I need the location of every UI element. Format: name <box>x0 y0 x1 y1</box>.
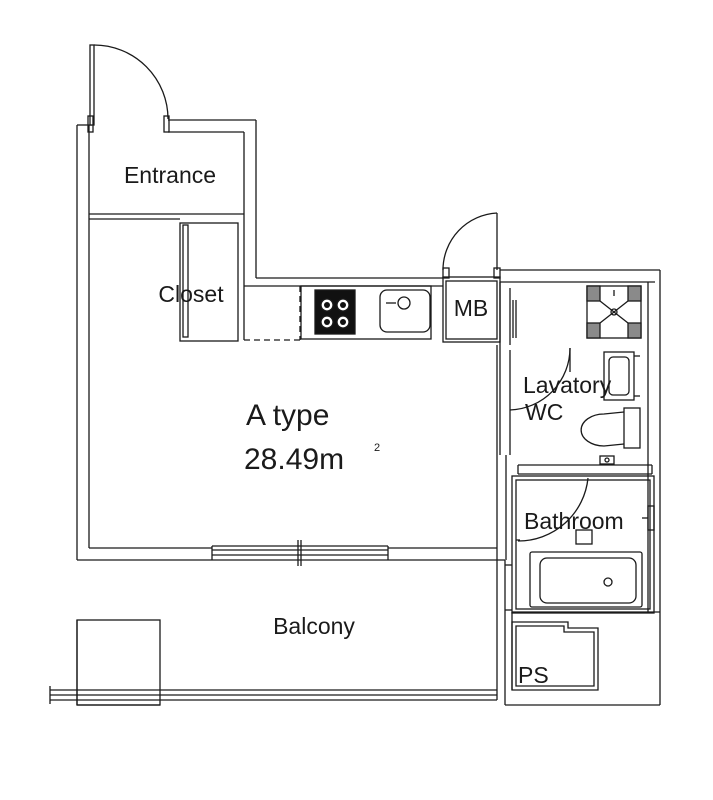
ps-label: PS <box>518 662 549 688</box>
entrance-label: Entrance <box>124 162 216 188</box>
balcony-window[interactable] <box>211 540 389 566</box>
lavatory-door-swing <box>509 347 571 411</box>
kitchen-sink-icon <box>379 289 431 333</box>
stove-icon <box>314 289 356 335</box>
outer-walls <box>76 119 661 705</box>
closet-outline <box>179 222 245 342</box>
mb-door[interactable] <box>442 212 501 279</box>
kitchen-counter <box>244 285 432 341</box>
unit-area-label: 28.49m <box>244 443 344 476</box>
unit-type-label: A type <box>246 399 329 432</box>
lavatory-label: Lavatory <box>523 372 612 398</box>
wc-label: WC <box>525 399 563 425</box>
balcony-label: Balcony <box>273 613 355 639</box>
bathroom-outline <box>511 475 655 614</box>
bath-walls <box>496 282 653 565</box>
bathroom-label: Bathroom <box>524 508 624 534</box>
washbasin-icon <box>603 351 640 401</box>
unit-area-superscript: 2 <box>374 442 380 454</box>
ps-box <box>505 611 660 706</box>
mb-label: MB <box>454 295 489 321</box>
shower-fixture-icon <box>642 505 655 531</box>
ac-unit <box>76 619 161 706</box>
toilet-icon <box>580 407 641 449</box>
bathroom-door-swing <box>517 477 589 542</box>
entrance-door[interactable] <box>87 44 170 133</box>
bathtub-icon <box>529 551 643 608</box>
closet-label: Closet <box>158 281 224 307</box>
washer-pan-icon <box>586 285 642 339</box>
paper-holder-icon <box>599 455 615 465</box>
